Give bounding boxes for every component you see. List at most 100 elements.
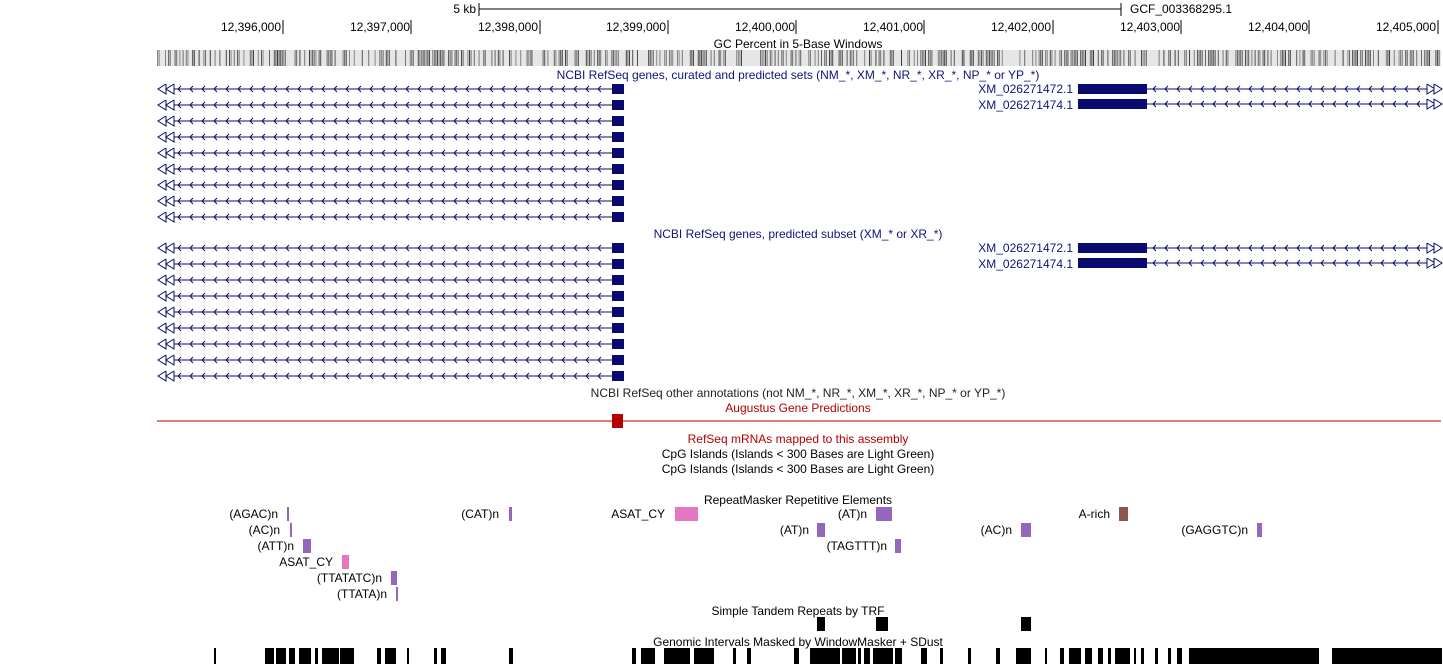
repeat-label[interactable]: (AT)n [837,507,867,521]
strand-chevron [309,181,314,189]
gene-end-arrow [165,115,175,127]
track-title-refseq-predicted[interactable]: NCBI RefSeq genes, predicted subset (XM_… [653,227,943,241]
strand-chevron [1224,100,1229,108]
gc-bar [790,50,792,66]
strand-chevron [1236,100,1241,108]
strand-chevron [453,372,458,380]
gene-label[interactable]: XM_026271472.1 [978,241,1073,255]
gc-bar [1246,50,1248,66]
gc-bar [1429,50,1430,66]
gc-bar [1177,50,1179,66]
strand-chevron [501,308,506,316]
strand-chevron [525,197,530,205]
augustus-predictions[interactable] [157,414,1441,428]
strand-chevron [297,340,302,348]
strand-chevron [393,340,398,348]
strand-chevron [1344,85,1349,93]
repeat-block [303,539,311,553]
track-title-repeatmasker[interactable]: RepeatMasker Repetitive Elements [703,493,893,507]
gc-bar [880,50,882,66]
gene-models[interactable] [157,83,1443,382]
repeat-label[interactable]: (ATT)n [257,539,294,553]
strand-chevron [249,165,254,173]
strand-chevron [333,101,338,109]
repeat-label[interactable]: (TTATATC)n [316,571,382,585]
gc-bar [1128,50,1130,66]
gc-bar [243,50,245,66]
gc-bar [701,50,702,66]
gc-bar [945,50,947,66]
masked-interval [289,648,295,664]
track-title-refseq-curated[interactable]: NCBI RefSeq genes, curated and predicted… [556,68,1040,82]
repeat-label[interactable]: ASAT_CY [279,555,333,569]
strand-chevron [345,149,350,157]
strand-chevron [189,101,194,109]
strand-chevron [561,165,566,173]
track-title-simple-repeats[interactable]: Simple Tandem Repeats by TRF [711,604,885,618]
strand-chevron [597,324,602,332]
strand-chevron [405,356,410,364]
gc-bar [1361,50,1363,66]
strand-chevron [1284,259,1289,267]
repeat-label[interactable]: (CAT)n [461,507,499,521]
gc-bar [590,50,592,66]
strand-chevron [585,165,590,173]
strand-chevron [1176,100,1181,108]
track-title-refseq-other[interactable]: NCBI RefSeq other annotations (not NM_*,… [590,386,1006,400]
gc-bar [792,50,794,66]
strand-chevron [237,213,242,221]
strand-chevron [393,276,398,284]
track-title-windowmasker[interactable]: Genomic Intervals Masked by WindowMasker… [653,635,943,649]
strand-chevron [513,197,518,205]
repeat-elements[interactable] [287,507,1262,601]
gc-bar [1270,50,1272,66]
masked-interval [1155,648,1158,664]
strand-chevron [381,213,386,221]
strand-chevron [561,181,566,189]
strand-chevron [1392,85,1397,93]
windowmasker-blocks[interactable] [214,648,1442,664]
gc-bar [689,50,691,66]
strand-chevron [261,324,266,332]
repeat-label[interactable]: (AT)n [779,523,809,537]
gene-label[interactable]: XM_026271472.1 [978,82,1073,96]
gc-percent-density [157,50,1441,66]
gene-label[interactable]: XM_026271474.1 [978,257,1073,271]
strand-chevron [465,276,470,284]
repeat-label[interactable]: A-rich [1078,507,1110,521]
repeat-label[interactable]: (TTATA)n [337,587,387,601]
strand-chevron [285,197,290,205]
strand-chevron [549,260,554,268]
exon-block [612,291,624,301]
gene-label[interactable]: XM_026271474.1 [978,98,1073,112]
gc-bar [1123,50,1125,66]
strand-chevron [381,292,386,300]
track-title-cpg-islands[interactable]: CpG Islands (Islands < 300 Bases are Lig… [661,447,935,461]
repeat-label[interactable]: (GAGGTC)n [1181,523,1248,537]
tandem-repeat-blocks[interactable] [817,617,1031,631]
gc-bar [665,50,667,66]
strand-chevron [213,213,218,221]
gc-bar [1401,50,1403,66]
track-title-augustus[interactable]: Augustus Gene Predictions [725,401,871,415]
gene-end-arrow [165,83,175,95]
track-title-gc-percent[interactable]: GC Percent in 5-Base Windows [713,37,883,51]
repeat-label[interactable]: (AGAC)n [229,507,278,521]
track-title-refseq-mrna[interactable]: RefSeq mRNAs mapped to this assembly [687,432,909,446]
gc-bar [1142,50,1144,66]
repeat-label[interactable]: (AC)n [980,523,1012,537]
gc-bar [1134,50,1136,66]
track-title-cpg-islands[interactable]: CpG Islands (Islands < 300 Bases are Lig… [661,462,935,476]
gc-bar [1304,50,1306,66]
strand-chevron [297,372,302,380]
repeat-label[interactable]: (TAGTTT)n [826,539,887,553]
repeat-label[interactable]: (AC)n [248,523,280,537]
repeat-label[interactable]: ASAT_CY [611,507,665,521]
strand-chevron [309,260,314,268]
strand-chevron [417,340,422,348]
strand-chevron [477,149,482,157]
strand-chevron [465,149,470,157]
gc-bar [185,50,187,66]
strand-chevron [549,133,554,141]
